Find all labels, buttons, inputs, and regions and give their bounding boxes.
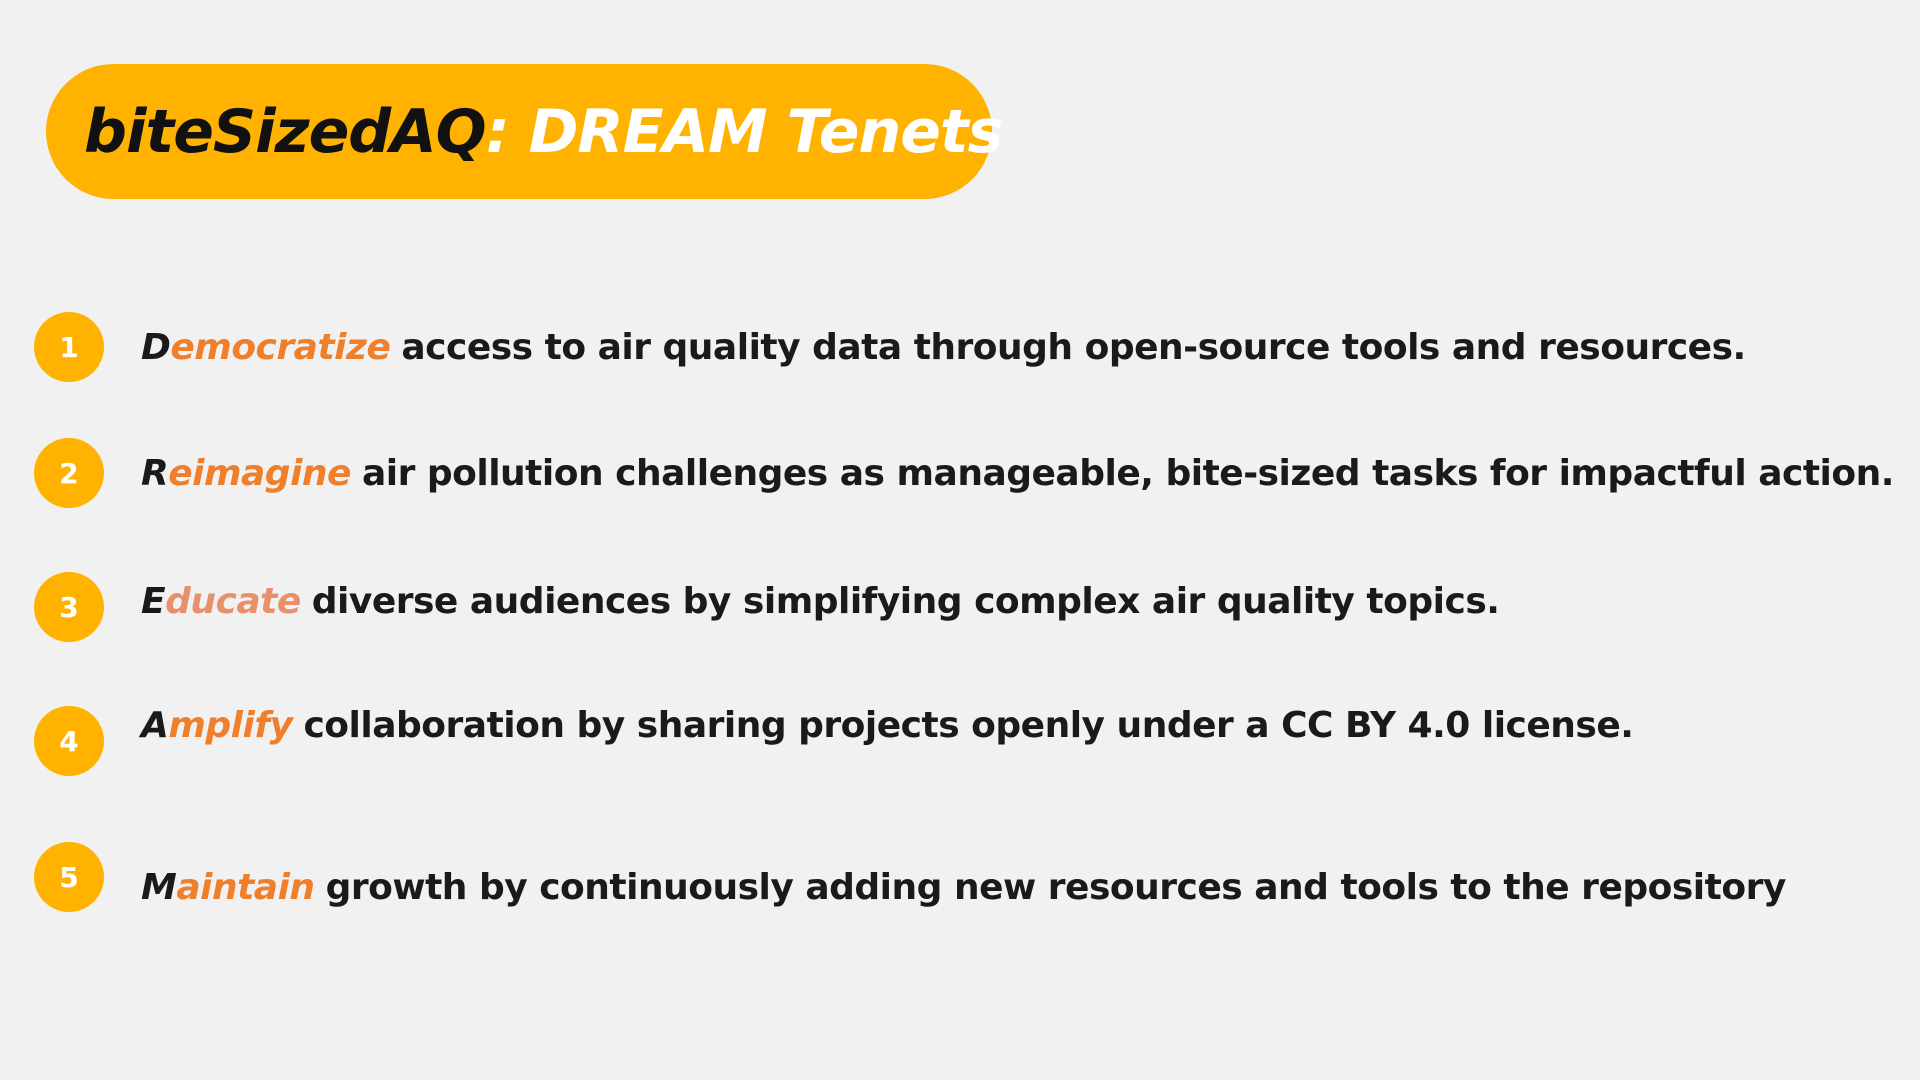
tenet-number-badge: 2 bbox=[34, 438, 104, 508]
tenet-keyword-rest: ducate bbox=[165, 580, 301, 622]
tenet-initial: E bbox=[141, 580, 166, 622]
tenet-keyword-rest: eimagine bbox=[168, 452, 351, 494]
tenet-initial: A bbox=[141, 704, 169, 746]
tenet-number-badge: 5 bbox=[34, 842, 104, 912]
tenet-description: collaboration by sharing projects openly… bbox=[303, 704, 1634, 746]
tenet-description: air pollution challenges as manageable, … bbox=[361, 452, 1894, 494]
tenet-keyword-rest: mplify bbox=[168, 704, 293, 746]
tenet-number-badge: 1 bbox=[34, 312, 104, 382]
title-subtitle: : DREAM Tenets bbox=[485, 96, 1004, 167]
tenet-description: diverse audiences by simplifying complex… bbox=[311, 580, 1500, 622]
tenet-keyword-rest: aintain bbox=[176, 866, 315, 908]
tenet-keyword-rest: emocratize bbox=[170, 326, 391, 368]
tenet-description: access to air quality data through open-… bbox=[401, 326, 1746, 368]
tenet-number-badge: 3 bbox=[34, 572, 104, 642]
tenet-initial: D bbox=[141, 326, 171, 368]
tenet-number-badge: 4 bbox=[34, 706, 104, 776]
tenet-description: growth by continuously adding new resour… bbox=[325, 866, 1787, 908]
tenet-initial: M bbox=[141, 866, 177, 908]
title-banner: biteSizedAQ: DREAM Tenets bbox=[46, 64, 1003, 199]
tenet-initial: R bbox=[141, 452, 169, 494]
title-brand: biteSizedAQ bbox=[84, 96, 487, 167]
